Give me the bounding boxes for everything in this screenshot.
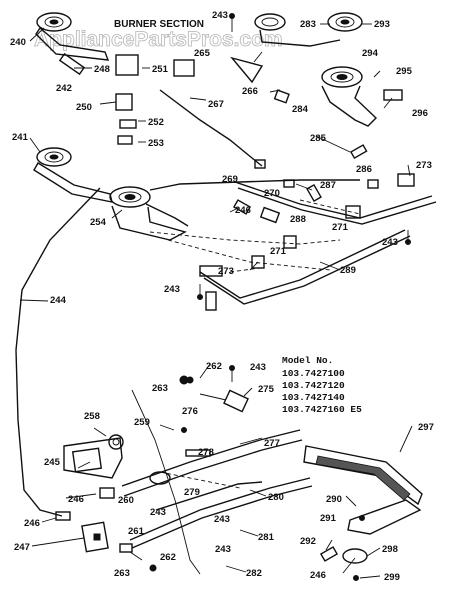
part-label: 270 (264, 188, 280, 199)
part-label: 263 (152, 383, 168, 394)
section-title: BURNER SECTION (114, 19, 204, 30)
part-label: 243 (212, 10, 228, 21)
part-label: 248 (94, 64, 110, 75)
part-label: 292 (300, 536, 316, 547)
oven-burner-assembly (55, 375, 423, 564)
part-label: 246 (310, 570, 326, 581)
part-label: 244 (50, 295, 67, 306)
part-label: 246 (235, 205, 251, 216)
part-label: 273 (416, 160, 432, 171)
burner-top-middle (254, 13, 341, 47)
part-label: 280 (268, 492, 284, 503)
part-label: 273 (218, 266, 234, 277)
part-label: 275 (258, 384, 275, 395)
part-label: 242 (56, 83, 72, 94)
part-label: 279 (184, 487, 200, 498)
burner-left (33, 147, 113, 203)
part-label: 247 (14, 542, 30, 553)
part-label: 266 (242, 86, 258, 97)
model-header: Model No. (282, 355, 333, 366)
part-label: 284 (292, 104, 309, 115)
part-label: 290 (326, 494, 342, 505)
part-label: 263 (114, 568, 130, 579)
part-label: 271 (332, 222, 349, 233)
part-label: 286 (356, 164, 372, 175)
part-label: 293 (374, 19, 390, 30)
part-label: 261 (128, 526, 145, 537)
part-label: 243 (164, 284, 180, 295)
burner-top-left (35, 12, 110, 61)
model-list: Model No. 103.7427100 103.7427120 103.74… (282, 355, 362, 415)
part-label: 240 (10, 37, 26, 48)
part-label: 278 (198, 447, 214, 458)
part-label: 281 (258, 532, 275, 543)
part-label: 294 (362, 48, 379, 59)
model-number: 103.7427160 E5 (282, 404, 362, 415)
part-label: 243 (214, 514, 230, 525)
part-number-labels: 240 241 242 243 243 243 243 243 243 243 … (10, 10, 434, 583)
part-label: 283 (300, 19, 316, 30)
part-label: 276 (182, 406, 198, 417)
part-label: 254 (90, 217, 107, 228)
burner-right (321, 66, 378, 127)
model-number: 103.7427140 (282, 392, 345, 403)
part-label: 288 (290, 214, 306, 225)
part-label: 265 (194, 48, 211, 59)
reference-lines (149, 199, 361, 489)
part-label: 262 (160, 552, 176, 563)
part-label: 287 (320, 180, 336, 191)
part-label: 299 (384, 572, 400, 583)
part-label: 243 (150, 507, 166, 518)
part-label: 250 (76, 102, 92, 113)
leader-lines (19, 23, 413, 579)
part-label: 253 (148, 138, 164, 149)
gas-tubing (15, 89, 437, 575)
part-label: 291 (320, 513, 337, 524)
part-label: 269 (222, 174, 238, 185)
burner-center (109, 186, 189, 241)
part-label: 298 (382, 544, 398, 555)
part-label: 296 (412, 108, 428, 119)
model-number: 103.7427100 (282, 368, 345, 379)
part-label: 297 (418, 422, 434, 433)
part-label: 243 (382, 237, 398, 248)
part-label: 285 (310, 133, 327, 144)
part-label: 277 (264, 438, 280, 449)
part-label: 241 (12, 132, 29, 143)
part-label: 251 (152, 64, 169, 75)
part-label: 259 (134, 417, 150, 428)
part-label: 260 (118, 495, 134, 506)
part-label: 282 (246, 568, 262, 579)
part-label: 258 (84, 411, 100, 422)
part-label: 246 (24, 518, 40, 529)
model-number: 103.7427120 (282, 380, 345, 391)
part-label: 267 (208, 99, 224, 110)
part-label: 252 (148, 117, 164, 128)
part-label: 295 (396, 66, 413, 77)
part-label: 243 (250, 362, 266, 373)
part-label: 289 (340, 265, 356, 276)
watermark-text: AppliancePartsPros.com (34, 28, 283, 51)
part-label: 271 (270, 246, 287, 257)
part-label: 246 (68, 494, 84, 505)
part-label: 245 (44, 457, 61, 468)
part-label: 243 (215, 544, 231, 555)
burner-top-right (327, 12, 363, 32)
part-label: 262 (206, 361, 222, 372)
